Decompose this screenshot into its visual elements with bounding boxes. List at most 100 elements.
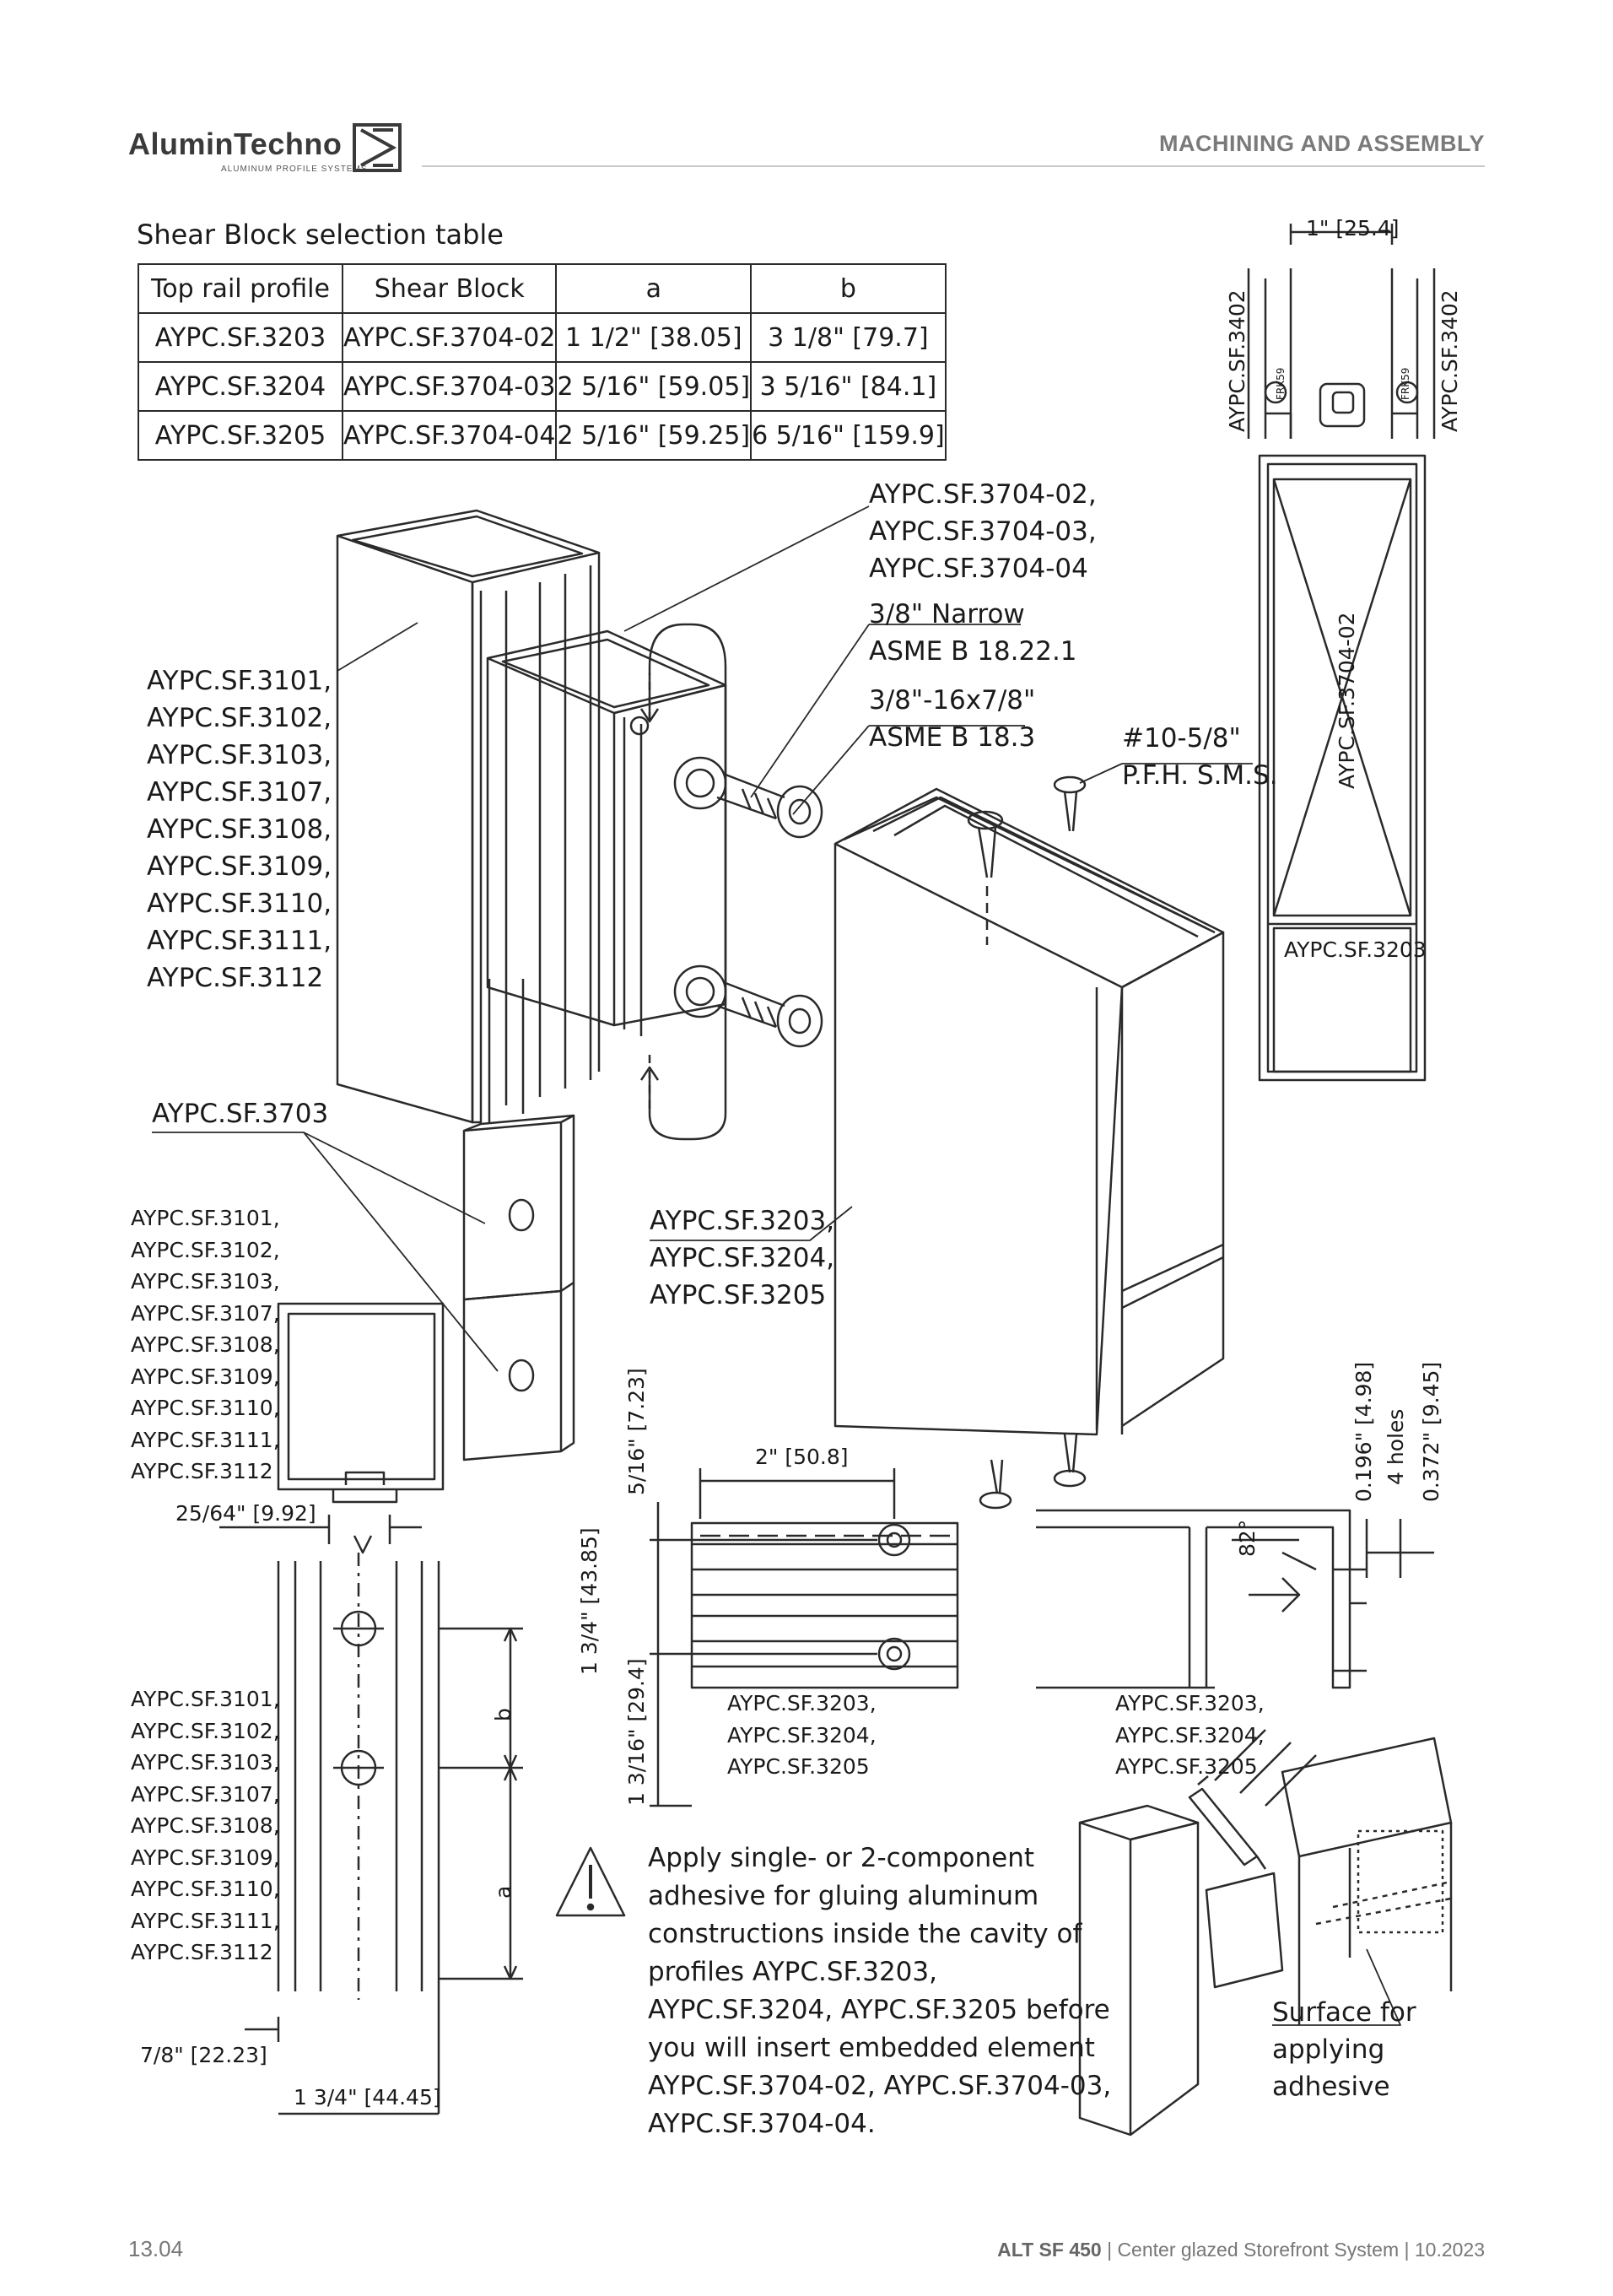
table-cell: 3 1/8" [79.7] <box>750 312 947 363</box>
label-line: AYPC.SF.3110, <box>131 1877 280 1901</box>
table-cell: 3 5/16" [84.1] <box>750 361 947 412</box>
label-line: 3/8" Narrow <box>869 599 1025 629</box>
label-line: AYPC.SF.3204, <box>727 1722 877 1748</box>
table-cell: AYPC.SF.3704-03 <box>341 361 558 412</box>
label-line: AYPC.SF.3205 <box>650 1280 827 1310</box>
dim-a: a <box>491 1885 515 1899</box>
label-line: AYPC.SF.3107, <box>131 1781 280 1807</box>
label-line: AYPC.SF.3108, <box>147 814 332 845</box>
dim-b: b <box>491 1708 515 1721</box>
label-line: AYPC.SF.3204, <box>1115 1722 1265 1748</box>
table-cell: 6 5/16" [159.9] <box>750 410 947 461</box>
table-title: Shear Block selection table <box>137 219 504 251</box>
vertical-section-drawing <box>1247 224 1436 1082</box>
label-line: P.F.H. S.M.S. <box>1122 760 1278 791</box>
label-line: AYPC.SF.3108, <box>131 1813 280 1838</box>
label-line: AYPC.SF.3112 <box>131 1940 273 1964</box>
shear-block-table: Top rail profile Shear Block a b AYPC.SF… <box>138 263 947 461</box>
table-header-cell: b <box>750 263 947 314</box>
label-line: AYPC.SF.3108, <box>131 1332 280 1357</box>
mullion-elevation-label: AYPC.SF.3101, AYPC.SF.3102, AYPC.SF.3103… <box>131 1683 280 1969</box>
label-line: AYPC.SF.3103, <box>131 1269 280 1294</box>
label-line: AYPC.SF.3112 <box>147 963 324 993</box>
mullion-section-drawing <box>219 1302 445 1554</box>
table-header-row: Top rail profile Shear Block a b <box>138 263 947 314</box>
brand-name: AluminTechno <box>128 127 343 161</box>
washer-label: 3/8" Narrow ASME B 18.22.1 <box>869 596 1077 670</box>
rail-section-drawing <box>1036 1509 1434 1689</box>
label-line: AYPC.SF.3111, <box>131 1908 280 1933</box>
section-rail-label: AYPC.SF.3203 <box>1284 937 1427 962</box>
dim-hole-spacing: 2" [50.8] <box>755 1445 849 1469</box>
mullion-section-label: AYPC.SF.3101, AYPC.SF.3102, AYPC.SF.3103… <box>131 1202 280 1488</box>
label-line: AYPC.SF.3203, <box>727 1691 877 1715</box>
label-line: ASME B 18.22.1 <box>869 636 1077 667</box>
header-divider <box>422 165 1485 167</box>
section-block-label: AYPC.SF.3704-02 <box>1335 612 1359 789</box>
label-line: AYPC.SF.3204, <box>650 1243 835 1273</box>
table-header-cell: a <box>555 263 753 314</box>
dim-hole-count: 4 holes <box>1384 1408 1408 1485</box>
adhesive-illustration <box>1078 1729 1453 2137</box>
warning-icon <box>555 1846 626 1917</box>
label-line: 3/8"-16x7/8" <box>869 685 1036 716</box>
screw-label: #10-5/8" P.F.H. S.M.S. <box>1122 720 1278 794</box>
dim-hole-height: 1 3/4" [43.85] <box>577 1527 602 1675</box>
table-cell: AYPC.SF.3203 <box>138 312 343 363</box>
product-description: | Center glazed Storefront System | 10.2… <box>1101 2239 1485 2261</box>
table-cell: 2 5/16" [59.05] <box>555 361 753 412</box>
dim-hole-diameter: 0.196" [4.98] <box>1351 1361 1376 1502</box>
table-cell: AYPC.SF.3704-04 <box>341 410 558 461</box>
mullion-elevation-drawing <box>245 1553 523 2115</box>
section-title: MACHINING AND ASSEMBLY <box>1158 131 1485 156</box>
dim-edge-offset: 7/8" [22.23] <box>140 2043 267 2067</box>
gasket-left-label: FRK59 <box>1275 367 1287 400</box>
label-line: Surface for <box>1272 1997 1416 2028</box>
adhesive-warning-text: Apply single- or 2-component adhesive fo… <box>648 1843 1112 2139</box>
brand-logo-icon <box>353 123 402 172</box>
mullion-iso-label: AYPC.SF.3101, AYPC.SF.3102, AYPC.SF.3103… <box>147 662 332 997</box>
label-line: AYPC.SF.3101, <box>131 1687 280 1711</box>
label-line: AYPC.SF.3110, <box>131 1396 280 1420</box>
page-number: 13.04 <box>128 2236 184 2261</box>
dim-slot-offset: 25/64" [9.92] <box>175 1501 316 1526</box>
block-3703-label: AYPC.SF.3703 <box>152 1099 329 1129</box>
table-cell: AYPC.SF.3704-02 <box>341 312 558 363</box>
label-line: #10-5/8" <box>1122 723 1241 754</box>
leader-lines <box>152 505 1401 2026</box>
dim-mullion-width: 1 3/4" [44.45] <box>294 2085 441 2110</box>
product-name: ALT SF 450 <box>997 2239 1102 2261</box>
label-line: AYPC.SF.3101, <box>147 666 332 696</box>
glazing-bead-right-label: AYPC.SF.3402 <box>1438 289 1462 432</box>
rail-plan-drawing <box>650 1468 959 1807</box>
label-line: AYPC.SF.3107, <box>131 1300 280 1326</box>
label-line: AYPC.SF.3704-03, <box>869 516 1097 547</box>
gasket-right-label: FRK59 <box>1400 367 1411 400</box>
label-line: AYPC.SF.3101, <box>131 1206 280 1230</box>
brand-tagline: ALUMINUM PROFILE SYSTEMS <box>221 165 368 174</box>
label-line: AYPC.SF.3107, <box>147 777 332 808</box>
label-line: AYPC.SF.3203, <box>650 1206 835 1236</box>
label-line: AYPC.SF.3203, <box>1115 1691 1265 1715</box>
label-line: AYPC.SF.3103, <box>147 740 332 770</box>
label-line: AYPC.SF.3103, <box>131 1750 280 1775</box>
label-line: AYPC.SF.3205 <box>727 1754 870 1779</box>
label-line: AYPC.SF.3704-02, <box>869 479 1097 510</box>
shear-block-label: AYPC.SF.3704-02, AYPC.SF.3704-03, AYPC.S… <box>869 476 1097 587</box>
dim-glass-width: 1" [25.4] <box>1306 216 1400 240</box>
table-row: AYPC.SF.3204 AYPC.SF.3704-03 2 5/16" [59… <box>138 361 947 412</box>
label-line: AYPC.SF.3102, <box>131 1237 280 1262</box>
table-cell: AYPC.SF.3205 <box>138 410 343 461</box>
table-cell: 2 5/16" [59.25] <box>555 410 753 461</box>
label-line: AYPC.SF.3205 <box>1115 1754 1258 1779</box>
table-cell: AYPC.SF.3204 <box>138 361 343 412</box>
label-line: adhesive <box>1272 2072 1390 2102</box>
table-row: AYPC.SF.3203 AYPC.SF.3704-02 1 1/2" [38.… <box>138 312 947 363</box>
table-header-cell: Shear Block <box>341 263 558 314</box>
label-line: ASME B 18.3 <box>869 722 1036 753</box>
label-line: AYPC.SF.3111, <box>147 926 332 956</box>
bolt-label: 3/8"-16x7/8" ASME B 18.3 <box>869 682 1035 756</box>
label-line: AYPC.SF.3102, <box>131 1718 280 1743</box>
surface-label: Surface for applying adhesive <box>1272 1994 1416 2105</box>
